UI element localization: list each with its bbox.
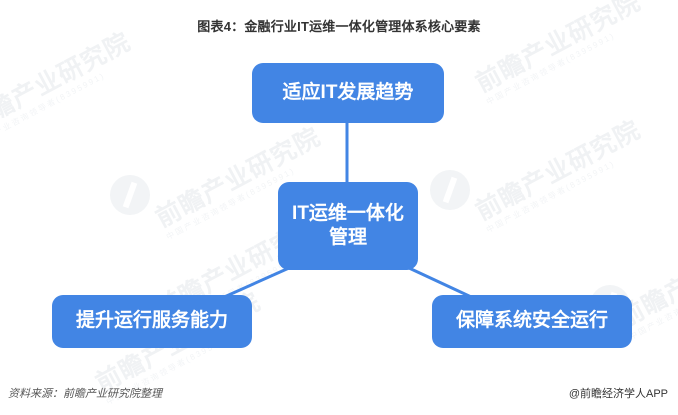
watermark-main-text: 前瞻产业研究院	[471, 0, 646, 98]
watermark-logo-icon	[110, 175, 150, 215]
watermark-sub-text: 中国产业咨询领导者(8395991)	[484, 158, 617, 235]
watermark-main-text: 前瞻产业研究院	[471, 115, 646, 226]
node-improve-service-capability[interactable]: 提升运行服务能力	[52, 295, 252, 348]
page-title: 图表4：金融行业IT运维一体化管理体系核心要素	[197, 19, 481, 34]
watermark-text: 前瞻产业研究院 中国产业咨询领导者(8395991)	[0, 27, 140, 147]
node-ensure-system-security[interactable]: 保障系统安全运行	[432, 295, 632, 348]
watermark-main-text: 前瞻产业研究院	[0, 27, 136, 138]
watermark-text: 前瞻产业研究院 中国产业咨询领导者(8395991)	[471, 115, 650, 235]
watermark-sub-text: 中国产业咨询领导者(8395991)	[0, 70, 107, 147]
footer-source-text: 资料来源：前瞻产业研究院整理	[8, 388, 162, 400]
footer-brand-text: @前瞻经济学人APP	[568, 388, 668, 400]
node-center-label: IT运维一体化管理	[292, 202, 404, 248]
node-center-it-ops-integrated-management[interactable]: IT运维一体化管理	[278, 182, 418, 270]
node-adapt-it-trends[interactable]: 适应IT发展趋势	[252, 63, 444, 123]
watermark-logo-icon	[430, 170, 470, 210]
watermark-sub-text: 中国产业咨询领导者(8395991)	[627, 265, 678, 342]
